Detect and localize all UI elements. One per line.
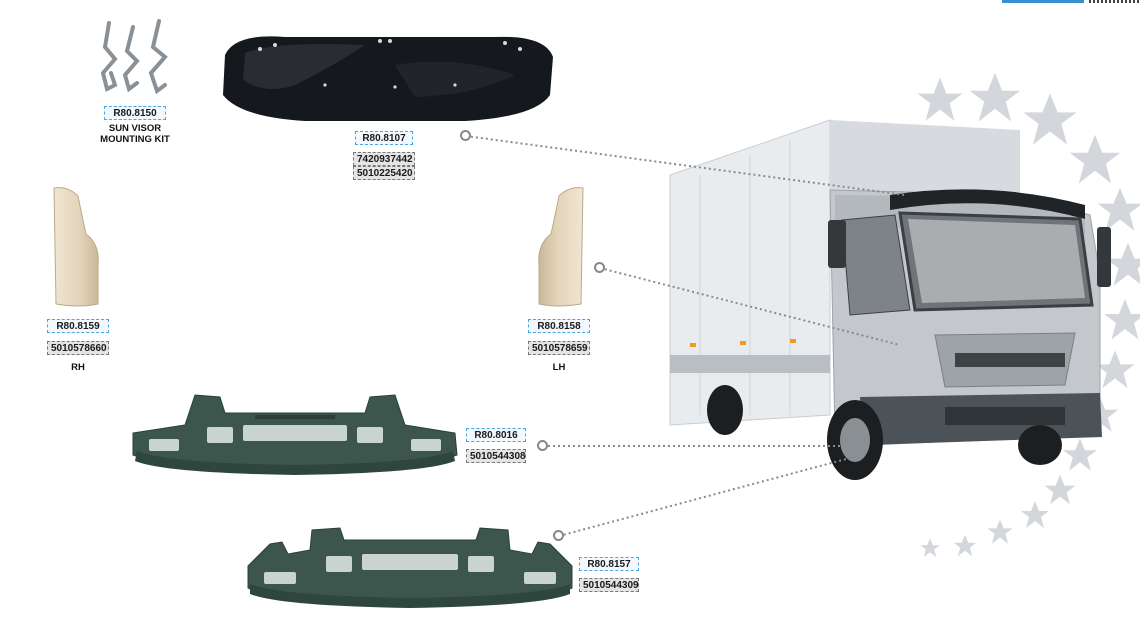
sun-visor-image: [223, 36, 553, 121]
corner-panel-lh-code: R80.8158: [528, 319, 590, 333]
corner-panel-rh-code: R80.8159: [47, 319, 109, 333]
sun-visor-kit-caption-line1: SUN VISOR: [108, 123, 162, 134]
bumper-upper-oem: 5010544308: [466, 449, 526, 463]
sun-visor-kit-code: R80.8150: [104, 106, 166, 120]
sun-visor-kit-caption-line2: MOUNTING KIT: [100, 134, 170, 145]
bumper-upper-image: [132, 394, 458, 475]
corner-panel-rh-oem: 5010578660: [47, 341, 109, 355]
corner-panel-lh-caption: LH: [552, 362, 566, 373]
corner-panel-rh-caption: RH: [71, 362, 85, 373]
connector-dot-visor: [460, 130, 471, 141]
connector-dot-corner: [594, 262, 605, 273]
connector-dot-bumper-upper: [537, 440, 548, 451]
sun-visor-oem-1: 7420937442: [353, 152, 415, 166]
corner-panel-lh-image: [538, 187, 584, 307]
corner-panel-rh-image: [53, 187, 99, 307]
bumper-lower-code: R80.8157: [579, 557, 639, 571]
bumper-lower-image: [247, 527, 573, 608]
sun-visor-oem-2: 5010225420: [353, 166, 415, 180]
header-dotted-bar: [1089, 0, 1141, 3]
truck-illustration: [669, 119, 1111, 480]
sun-visor-code: R80.8107: [355, 131, 413, 145]
bumper-upper-code: R80.8016: [466, 428, 526, 442]
header-accent-bar: [1002, 0, 1084, 3]
sun-visor-kit-image: [100, 19, 168, 95]
corner-panel-lh-oem: 5010578659: [528, 341, 590, 355]
bumper-lower-oem: 5010544309: [579, 578, 639, 592]
connector-dot-bumper-lower: [553, 530, 564, 541]
